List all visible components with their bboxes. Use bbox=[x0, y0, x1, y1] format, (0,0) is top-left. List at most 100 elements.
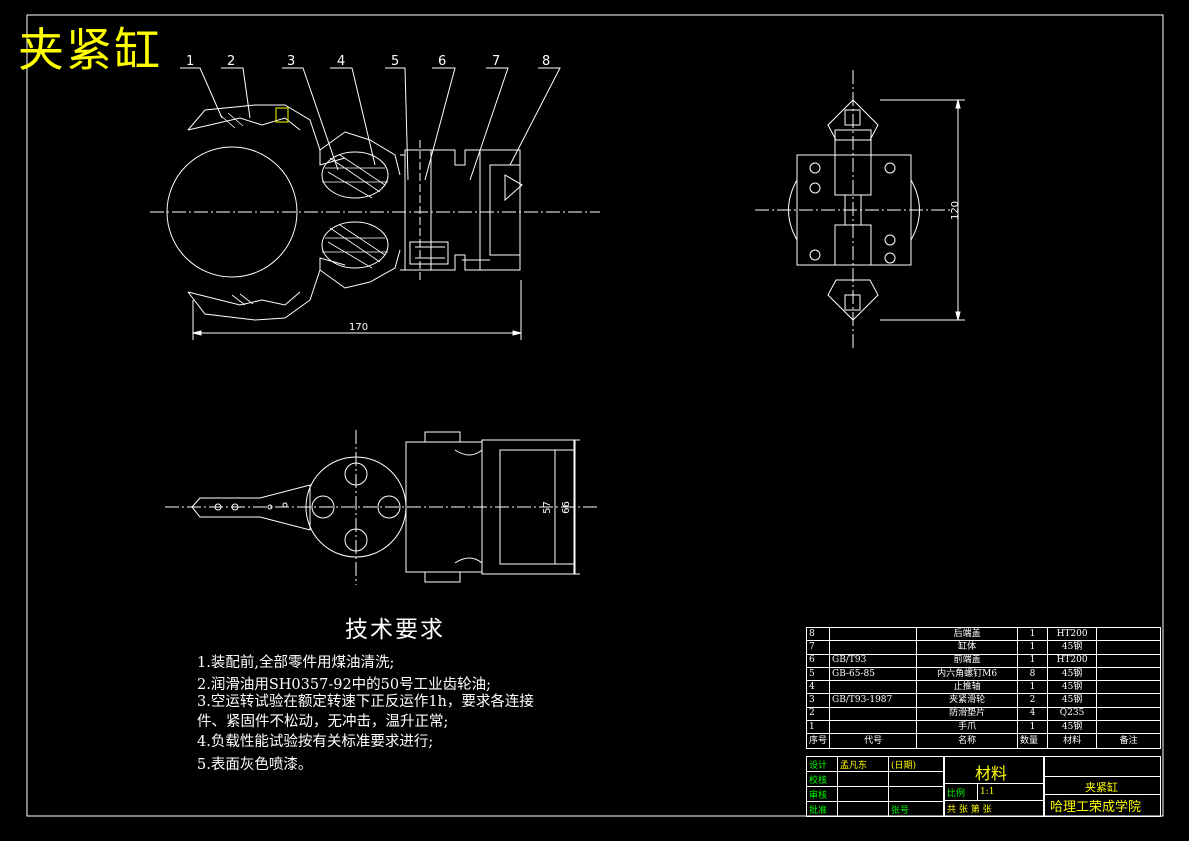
parts-list-cell-name: 防滑垫片 bbox=[916, 706, 1019, 722]
parts-list-cell-no: 3 bbox=[805, 693, 831, 708]
parts-list-cell-qty: 8 bbox=[1017, 666, 1048, 682]
tb-check-label: 校核 bbox=[806, 771, 838, 787]
parts-list-cell-no: 6 bbox=[805, 653, 831, 668]
parts-list-cell-material: 45钢 bbox=[1046, 693, 1098, 708]
title-block-right bbox=[1044, 756, 1161, 817]
front-view bbox=[150, 67, 600, 340]
parts-list-cell-code: GB-65-85 bbox=[829, 666, 918, 682]
requirements-title: 技术要求 bbox=[345, 617, 445, 643]
dim-top-inner: 57 bbox=[541, 501, 553, 514]
parts-list-cell-material: 45钢 bbox=[1046, 666, 1098, 682]
tb-approve-label: 批准 bbox=[806, 801, 838, 817]
parts-list-cell-no: 2 bbox=[805, 706, 831, 722]
tb-part-name: 夹紧缸 bbox=[1085, 781, 1118, 794]
header-name: 名称 bbox=[916, 733, 1019, 750]
parts-list-cell-qty: 1 bbox=[1017, 626, 1048, 642]
parts-list-cell-code: GB/T93-1987 bbox=[829, 693, 918, 708]
part-label-8: 8 bbox=[542, 54, 551, 69]
part-label-3: 3 bbox=[287, 54, 296, 69]
requirement-item: 4.负载性能试验按有关标准要求进行; bbox=[197, 734, 434, 750]
parts-list-cell-qty: 1 bbox=[1017, 680, 1048, 695]
top-view bbox=[165, 430, 600, 585]
tb-scale: 1:1 bbox=[977, 783, 1044, 801]
dim-side-height: 120 bbox=[950, 200, 962, 221]
parts-list-cell-name: 内六角螺钉M6 bbox=[916, 666, 1019, 682]
tb-design-label: 设计 bbox=[806, 756, 838, 772]
lower-roller bbox=[321, 221, 389, 269]
parts-list-cell-code: GB/T93 bbox=[829, 653, 918, 668]
part-label-5: 5 bbox=[391, 54, 400, 69]
parts-list-cell-code bbox=[829, 680, 918, 695]
parts-list-cell-material: Q235 bbox=[1046, 706, 1098, 722]
parts-list-cell-no: 5 bbox=[805, 666, 831, 682]
parts-list-cell-remark bbox=[1096, 720, 1161, 735]
part-label-1: 1 bbox=[186, 54, 195, 69]
part-label-2: 2 bbox=[227, 54, 236, 69]
parts-list-cell-qty: 2 bbox=[1017, 693, 1048, 708]
parts-list-cell-name: 前端盖 bbox=[916, 653, 1019, 668]
dim-top-outer: 66 bbox=[560, 501, 572, 514]
header-remark: 备注 bbox=[1096, 733, 1161, 750]
parts-list-cell-material: 45钢 bbox=[1046, 640, 1098, 655]
parts-list-cell-remark bbox=[1096, 693, 1161, 708]
drawing-border bbox=[26, 14, 1164, 817]
parts-list-cell-material: 45钢 bbox=[1046, 680, 1098, 695]
parts-list-cell-no: 1 bbox=[805, 720, 831, 735]
parts-list-cell-remark bbox=[1096, 680, 1161, 695]
parts-list-cell-code bbox=[829, 720, 918, 735]
parts-list-cell-no: 7 bbox=[805, 640, 831, 655]
parts-list-cell-name: 缸体 bbox=[916, 640, 1019, 655]
requirement-item: 件、紧固件不松动，无冲击，温升正常; bbox=[197, 714, 449, 730]
tb-review-label: 审核 bbox=[806, 786, 838, 802]
tb-scale-label: 比例 bbox=[944, 783, 978, 801]
parts-list-cell-qty: 1 bbox=[1017, 720, 1048, 735]
title-block-left: 设计孟凡东(日期) 校核 审核 批准张号 bbox=[806, 756, 944, 817]
requirement-item: 1.装配前,全部零件用煤油清洗; bbox=[197, 655, 395, 671]
tb-sheet-label: 张号 bbox=[888, 801, 944, 817]
part-label-6: 6 bbox=[438, 54, 447, 69]
drawing-title: 夹紧缸 bbox=[18, 23, 162, 77]
parts-list-cell-no: 4 bbox=[805, 680, 831, 695]
parts-list-cell-qty: 1 bbox=[1017, 653, 1048, 668]
tb-sheets: 共 张 第 张 bbox=[944, 800, 1044, 817]
requirement-item: 5.表面灰色喷漆。 bbox=[197, 757, 313, 773]
header-code: 代号 bbox=[829, 733, 918, 750]
parts-list-cell-no: 8 bbox=[805, 626, 831, 642]
side-view bbox=[755, 70, 965, 350]
parts-list-cell-name: 夹紧滑轮 bbox=[916, 693, 1019, 708]
parts-list-cell-remark bbox=[1096, 653, 1161, 668]
requirement-item: 3.空运转试验在额定转速下正反运作1h，要求各连接 bbox=[197, 694, 534, 710]
parts-list-header: 序号 代号 名称 数量 材料 备注 bbox=[805, 733, 1161, 750]
parts-list-cell-code bbox=[829, 706, 918, 722]
upper-roller bbox=[321, 151, 389, 199]
parts-list-cell-name: 后端盖 bbox=[916, 626, 1019, 642]
parts-list-cell-name: 手爪 bbox=[916, 720, 1019, 735]
parts-list-cell-material: 45钢 bbox=[1046, 720, 1098, 735]
header-no: 序号 bbox=[805, 733, 831, 750]
tb-material-label: 材料 bbox=[975, 764, 1008, 783]
parts-list-cell-code bbox=[829, 640, 918, 655]
tb-date-label: (日期) bbox=[888, 756, 944, 772]
parts-list-cell-qty: 4 bbox=[1017, 706, 1048, 722]
parts-list-cell-remark bbox=[1096, 626, 1161, 642]
dim-front-width: 170 bbox=[349, 322, 369, 333]
parts-list-cell-name: 止推轴 bbox=[916, 680, 1019, 695]
requirement-item: 2.润滑油用SH0357-92中的50号工业齿轮油; bbox=[197, 677, 491, 693]
parts-list-cell-code bbox=[829, 626, 918, 642]
header-qty: 数量 bbox=[1017, 733, 1048, 750]
part-label-4: 4 bbox=[337, 54, 346, 69]
part-label-7: 7 bbox=[492, 54, 501, 69]
parts-list-cell-qty: 1 bbox=[1017, 640, 1048, 655]
parts-list-cell-material: HT200 bbox=[1046, 653, 1098, 668]
